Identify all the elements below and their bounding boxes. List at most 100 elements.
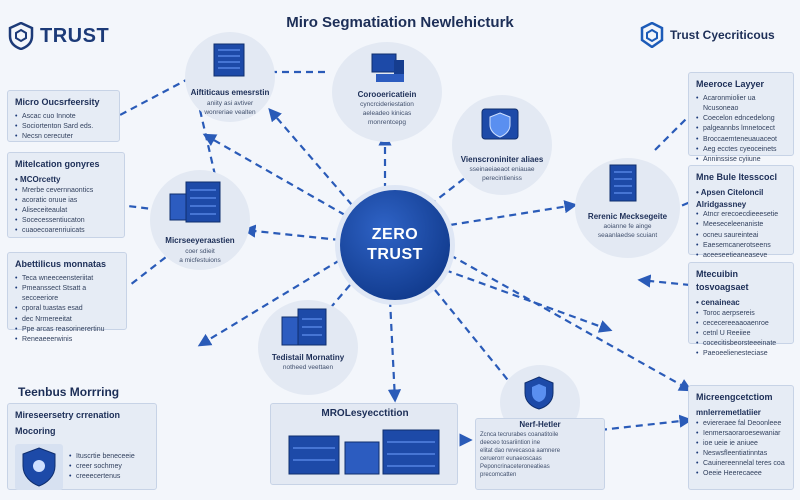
list-item: Ppe arcas reasorinerertinu <box>15 325 119 335</box>
list-item: Oeeie Heerecaeee <box>696 469 786 479</box>
node-top-center-sub: cyncrcideriestation aeleadeo kinicas mon… <box>360 101 414 126</box>
panel-left-lower: Abettilicus monnatas Teca wneeceensterii… <box>7 252 127 345</box>
list-item: cececereeaaoaenroe <box>696 319 786 329</box>
panel-right-lower-subtitle: • cenaineac <box>696 298 740 308</box>
link-br-panel <box>599 414 693 432</box>
list-item: ocneu saureinteai <box>696 231 786 241</box>
list-item: acoratic oruue ias <box>15 196 117 206</box>
panel-left-mid-title: Mitelcation gonyres <box>15 159 100 169</box>
node-top-left-label: Aiftiticaus emesrstin <box>190 88 270 97</box>
server-tower-icon <box>608 163 638 208</box>
logo-left-text: TRUST <box>40 24 110 47</box>
monitoring-device-icon <box>280 305 330 354</box>
list-item: Eaesemcanerotseens <box>696 241 786 251</box>
panel-left-top: Micro Oucsrfeersity Ascac cuo Innote Soc… <box>7 90 120 143</box>
list-item: Aeg ecctes cyeoceinets <box>696 145 786 155</box>
node-right-upper-sub: sseinaeiaeaot eniauae perecintieniss <box>469 166 535 182</box>
list-item: Pmeanssect Stsatt a secceeriore <box>15 284 119 304</box>
list-item: Socecessentiucaton <box>15 216 117 226</box>
list-item: creeecertenus <box>69 472 135 482</box>
lock-shield-icon <box>15 444 63 491</box>
link-core-right-mid <box>449 200 578 227</box>
list-item: Coecelon edncedelong <box>696 114 786 124</box>
list-item: Ituscrtie beneceeie <box>69 452 135 462</box>
security-shield-icon <box>478 103 522 152</box>
node-bottom-left-label: Tedistail Mornatiny <box>271 353 345 362</box>
page-title: Miro Segmatiation Newlehicturk <box>286 14 514 31</box>
list-item: Mrerbe cevernnaontics <box>15 186 117 196</box>
link-node-panel-lt <box>119 77 191 116</box>
list-item: Meeseceleenaniste <box>696 220 786 230</box>
left-bottom-heading: Teenbus Morrring <box>18 385 120 399</box>
link-core-left-lower <box>197 259 341 347</box>
list-item: Ienmersaoraroesewaniar <box>696 429 786 439</box>
list-item: Teca wneeceensteriitat <box>15 274 119 284</box>
panel-left-top-title: Micro Oucsrfeersity <box>15 97 100 107</box>
node-right-mid-sub: aoianne fe ainge seaanlaedse scuiant <box>597 223 658 239</box>
panel-right-top: Meeroce Layyer Acaronmiolier ua Ncusonea… <box>688 72 794 165</box>
list-item: creer sochmey <box>69 462 135 472</box>
panel-right-bottom-title: Micreengcetctiom <box>696 392 773 402</box>
link-core-right-lower <box>444 268 613 333</box>
node-right-upper-label: Vienscroniniter aliaes <box>460 155 544 164</box>
list-item: Necsn cerecuter <box>15 132 112 142</box>
panel-left-mid-subtitle: • MCOrcetty <box>15 175 61 185</box>
list-item: aceeseetieaneaseve <box>696 251 786 261</box>
node-bottom-right-label: Nerf-Hetler <box>519 420 561 429</box>
list-item: Neswsfleentiatinntas <box>696 449 786 459</box>
list-item: eviereraee fal Deoonleee <box>696 419 786 429</box>
panel-right-mid-subtitle: • Apsen Citeloncil <box>696 188 764 198</box>
hexagon-shield-icon <box>640 22 664 48</box>
panel-left-lower-title: Abettilicus monnatas <box>15 259 107 269</box>
zero-trust-core: ZERO TRUST <box>340 190 450 300</box>
list-item: Sociortenton Sard eds. <box>15 122 112 132</box>
list-item: Acaronmiolier ua Ncusoneao <box>696 94 786 114</box>
list-item: Toroc aerpsereis <box>696 309 786 319</box>
list-item: cetnl U Reeiiee <box>696 329 786 339</box>
list-item: cporal tuastas esad <box>15 304 119 314</box>
panel-left-mid: Mitelcation gonyres • MCOrcetty Mrerbe c… <box>7 152 125 238</box>
node-bottom-right-sub: Zcnca tecrurabes coanatitoile deeceo tos… <box>480 432 561 479</box>
link-rl <box>637 274 691 288</box>
panel-right-bottom-subtitle: mnlerremetlatiier <box>696 408 761 418</box>
list-item: Cauinereennelal teres coa <box>696 459 786 469</box>
link-tl-lm <box>198 109 217 176</box>
link-lm-lower <box>129 249 176 286</box>
link-core-bottom-right <box>434 289 522 398</box>
list-item: dec Nrmereeitat <box>15 315 119 325</box>
link-core-left-mid <box>242 224 341 242</box>
datacenter-icon <box>287 428 447 483</box>
logo-right-text: Trust Cyecriticous <box>670 28 775 42</box>
list-item: Atncr erecoecdieeesetie <box>696 210 786 220</box>
list-item: Ascac cuo Innote <box>15 112 112 122</box>
list-item: ioe ueie ie aniuee <box>696 439 786 449</box>
node-left-mid-sub: coer sdieit a micfestuions <box>179 248 221 264</box>
shield-icon <box>8 22 34 50</box>
node-left-mid-label: Micrseeyeraastien <box>165 236 235 245</box>
logo-trust: TRUST <box>8 22 109 50</box>
link-core-right-bottom <box>449 254 693 392</box>
workstation-icon <box>368 52 408 91</box>
link-core-top-left <box>268 108 353 206</box>
list-item: Paeoeelienesteciase <box>696 349 786 359</box>
list-item: cuaoecoarenriuicats <box>15 226 117 236</box>
panel-right-lower: Mtecuibin tosvoagsaet • cenaineac Toroc … <box>688 262 794 360</box>
server-rack-icon <box>212 40 248 83</box>
list-item: Aliseceiteaulat <box>15 206 117 216</box>
list-item: Reneaeeerwinis <box>15 335 119 345</box>
list-item: cocecitisbeorsteeeinate <box>696 339 786 349</box>
node-top-center-label: Corooericatiein <box>357 90 417 99</box>
logo-right: Trust Cyecriticous <box>640 22 775 48</box>
firewall-shield-icon <box>523 375 555 416</box>
core-line-2: TRUST <box>367 246 423 263</box>
panel-right-mid: Mne Bule Itesscocl • Apsen Citeloncil Al… <box>688 165 794 261</box>
panel-right-bottom: Micreengcetctiom mnlerremetlatiier evier… <box>688 385 794 490</box>
list-item: palgeannbs lmnetocect <box>696 124 786 134</box>
node-right-mid-label: Rerenic Mecksegeite <box>587 212 668 221</box>
bottom-center-label: MROLesyecctition <box>321 408 409 419</box>
panel-left-bottom-title: Mireseersetry crrenation <box>15 410 121 420</box>
panel-right-lower-title: Mtecuibin tosvoagsaet <box>696 269 749 293</box>
bottom-right-box <box>475 418 605 490</box>
panel-right-mid-title: Mne Bule Itesscocl <box>696 172 778 182</box>
node-top-left-sub: aniity asi avtiver wonreriae vealten <box>204 100 256 116</box>
